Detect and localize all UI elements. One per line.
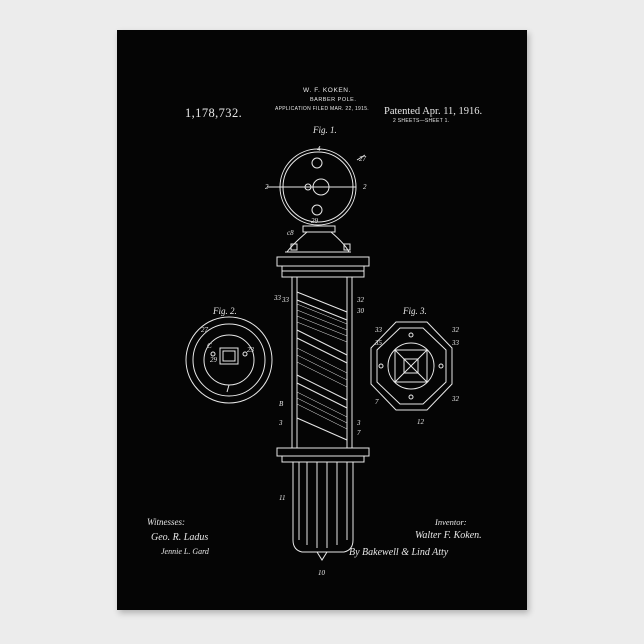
- svg-text:B: B: [279, 400, 284, 408]
- svg-text:C: C: [207, 342, 212, 350]
- inventor-signature: Walter F. Koken.: [415, 530, 482, 541]
- patent-poster: 1,178,732. W. F. KOKEN. BARBER POLE. APP…: [117, 30, 527, 610]
- svg-text:33: 33: [451, 339, 460, 347]
- svg-text:29: 29: [210, 356, 218, 364]
- collar: [285, 226, 351, 252]
- svg-text:3: 3: [278, 419, 283, 427]
- fig2-label: Fig. 2.: [212, 306, 237, 316]
- reference-numerals: 4 27 2 2 29 c8 33 32 30 33 B 3 3 7 11 10…: [201, 145, 460, 577]
- fig1-label: Fig. 1.: [312, 125, 337, 135]
- bottom-cap: [277, 448, 369, 462]
- svg-text:27: 27: [201, 326, 209, 334]
- svg-text:33: 33: [281, 296, 290, 304]
- witness-signature-2: Jennie L. Gard: [161, 547, 209, 556]
- svg-text:23: 23: [247, 346, 255, 354]
- svg-text:7: 7: [375, 398, 379, 406]
- svg-text:30: 30: [356, 307, 365, 315]
- fig2-section: [186, 317, 272, 403]
- inventor-label: Inventor:: [435, 517, 467, 527]
- attorney-signature: By Bakewell & Lind Atty: [349, 547, 448, 558]
- svg-text:12: 12: [417, 418, 425, 426]
- svg-text:4: 4: [317, 145, 321, 153]
- fig3-octagon: [371, 322, 452, 410]
- svg-text:32: 32: [451, 326, 460, 334]
- svg-text:29: 29: [311, 217, 319, 225]
- svg-text:7: 7: [357, 429, 361, 437]
- glass-tube: [292, 277, 352, 448]
- svg-text:2: 2: [265, 183, 269, 191]
- svg-text:32: 32: [451, 395, 460, 403]
- svg-text:c8: c8: [287, 229, 294, 237]
- globe-top: [267, 149, 365, 225]
- svg-text:2: 2: [363, 183, 367, 191]
- svg-text:32: 32: [356, 296, 365, 304]
- svg-text:35: 35: [374, 339, 383, 347]
- svg-text:11: 11: [279, 494, 285, 502]
- top-cap: [277, 257, 369, 277]
- fig3-label: Fig. 3.: [402, 306, 427, 316]
- svg-text:33: 33: [273, 294, 282, 302]
- witness-signature-1: Geo. R. Ladus: [151, 532, 208, 543]
- lower-body: [293, 462, 353, 560]
- svg-text:10: 10: [318, 569, 326, 577]
- svg-text:33: 33: [374, 326, 383, 334]
- svg-text:27: 27: [359, 155, 367, 163]
- svg-text:3: 3: [356, 419, 361, 427]
- witnesses-label: Witnesses:: [147, 517, 185, 527]
